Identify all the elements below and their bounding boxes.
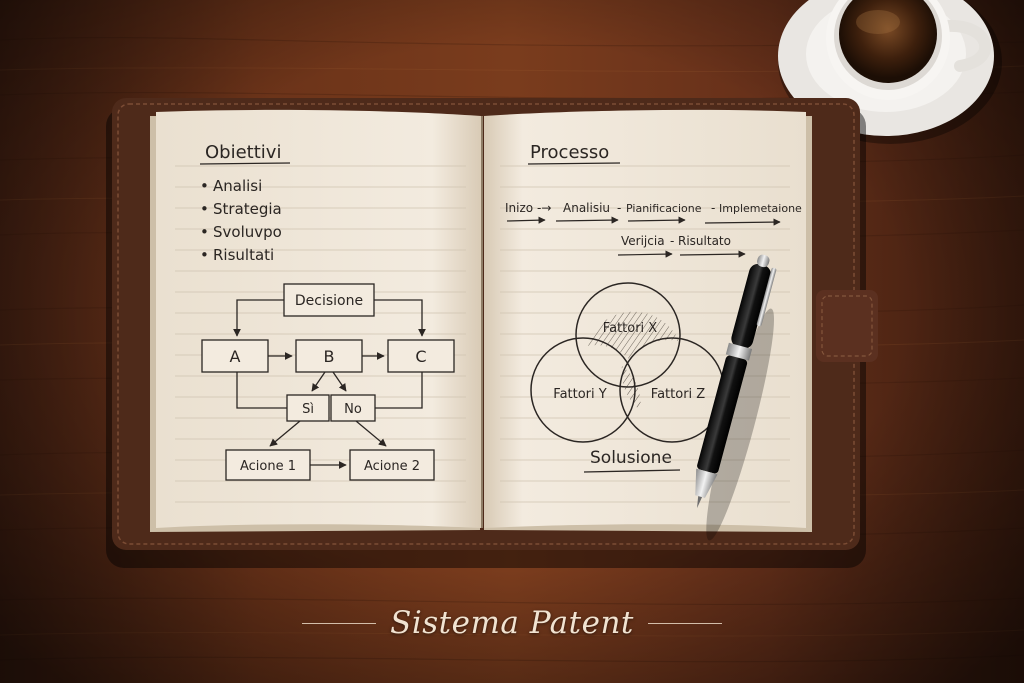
flow-decision: Decisione xyxy=(295,293,363,309)
svg-text:-: - xyxy=(670,234,674,248)
left-heading: Obiettivi xyxy=(205,142,281,163)
caption-rule-left xyxy=(302,623,376,624)
process-step: Analisiu xyxy=(563,201,610,215)
process-step: Risultato xyxy=(678,234,731,248)
process-step: Inizo xyxy=(505,201,533,215)
caption-title: Sistema Patent xyxy=(390,605,634,641)
caption-rule-right xyxy=(648,623,722,624)
venn-label-right: Fattori Z xyxy=(651,387,705,402)
flow-yes: Sì xyxy=(302,402,314,417)
svg-text:•: • xyxy=(200,177,209,195)
process-step: Implemetaione xyxy=(719,202,802,215)
svg-text:•: • xyxy=(200,223,209,241)
flow-action-1: Acione 1 xyxy=(240,459,296,474)
process-step: Pianificacione xyxy=(626,202,702,215)
flow-action-2: Acione 2 xyxy=(364,459,420,474)
bullet-item: Analisi xyxy=(213,177,262,195)
right-heading: Processo xyxy=(530,142,609,163)
svg-text:-: - xyxy=(711,201,715,215)
venn-label-top: Fattori X xyxy=(603,321,657,336)
svg-text:-: - xyxy=(617,201,621,215)
svg-text:-→: -→ xyxy=(537,201,551,215)
bullet-item: Strategia xyxy=(213,200,282,218)
svg-text:•: • xyxy=(200,246,209,264)
solution-label: Solusione xyxy=(590,448,672,468)
flow-node-c: C xyxy=(415,347,426,366)
bullet-item: Svoluvpo xyxy=(213,223,282,241)
venn-label-left: Fattori Y xyxy=(553,387,606,402)
svg-text:•: • xyxy=(200,200,209,218)
caption: Sistema Patent xyxy=(0,598,1024,648)
bullet-item: Risultati xyxy=(213,246,274,264)
process-step: Verijcia xyxy=(621,234,665,248)
flow-node-b: B xyxy=(324,347,335,366)
flow-no: No xyxy=(344,402,362,417)
flow-node-a: A xyxy=(230,347,241,366)
